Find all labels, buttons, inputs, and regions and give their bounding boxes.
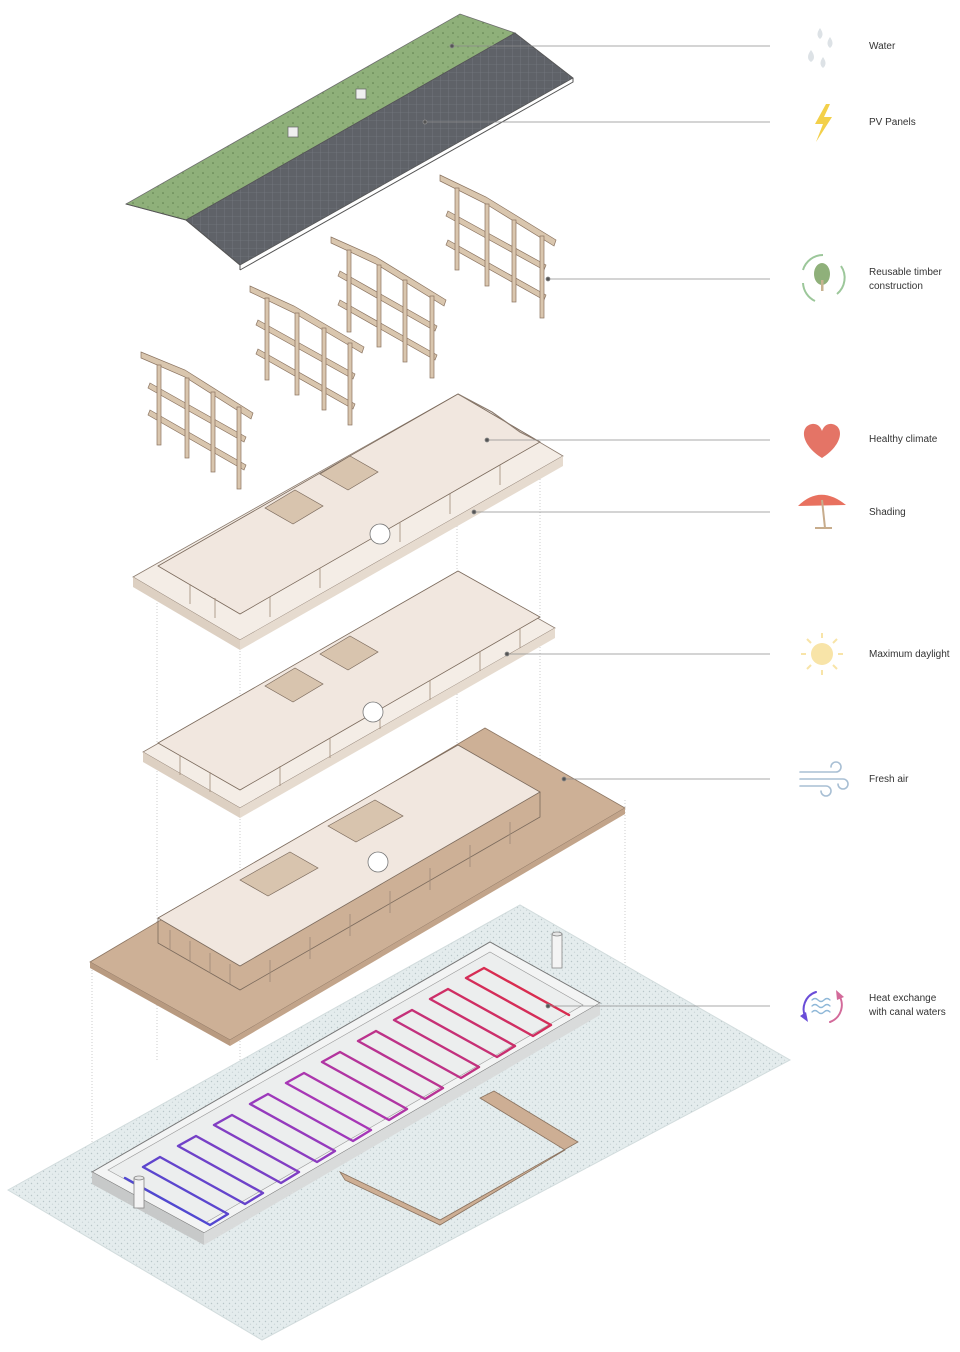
heart-icon: [803, 423, 841, 458]
legend-label-fresh-air: Fresh air: [869, 774, 909, 785]
legend-label-maximum-daylight: Maximum daylight: [869, 649, 950, 660]
timber-frame-2: [249, 285, 365, 426]
heat-exchange-icon: [800, 990, 844, 1023]
heat-exchange-basin: [90, 931, 602, 1245]
timber-frame-1: [140, 351, 254, 490]
legend-label-water: Water: [869, 41, 896, 52]
legend-label-heat-exchange: Heat exchange with canal waters: [869, 993, 946, 1018]
umbrella-icon: [798, 494, 846, 529]
second-floor: [132, 393, 564, 650]
timber-frames: [140, 174, 557, 490]
legend-label-reusable-timber: Reusable timber construction: [869, 267, 942, 292]
first-floor: [142, 570, 556, 818]
roof: [124, 13, 574, 271]
timber-frame-4: [439, 174, 557, 319]
water-drops-icon: [808, 28, 833, 68]
timber-frame-3: [330, 236, 447, 379]
leader-lines: [422, 43, 770, 1009]
legend-label-healthy-climate: Healthy climate: [869, 434, 938, 445]
heat-coil: [123, 966, 571, 1227]
legend-label-pv-panels: PV Panels: [869, 117, 916, 128]
tree-recycle-icon: [802, 254, 846, 302]
legend-label-shading: Shading: [869, 507, 906, 518]
ground-floor: [89, 727, 626, 1046]
wind-icon: [799, 761, 849, 797]
lightning-icon: [815, 104, 832, 142]
sun-icon: [801, 633, 843, 675]
